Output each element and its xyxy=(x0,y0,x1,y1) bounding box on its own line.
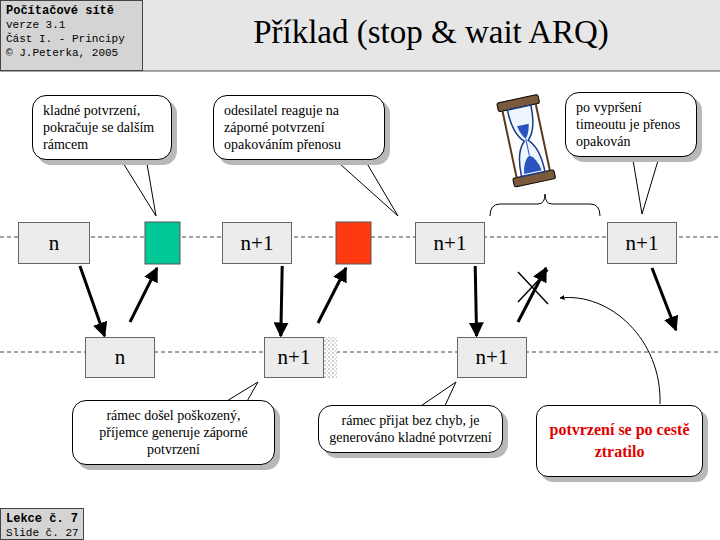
frame-box: n+1 xyxy=(607,222,677,264)
node-text: odesilatel reaguje na záporné potvrzení … xyxy=(224,102,374,153)
node-text: n xyxy=(49,231,60,256)
hourglass-icon xyxy=(497,94,556,187)
pointer-arrow xyxy=(560,297,660,404)
node-text: Lekce č. 7 xyxy=(6,512,78,526)
node-text: n+1 xyxy=(626,231,659,256)
frame-box: n+1 xyxy=(222,222,292,264)
header-band xyxy=(0,0,720,71)
loss-cross xyxy=(518,270,548,302)
node-text: n+1 xyxy=(434,231,467,256)
node-text: rámec došel poškozený, příjemce generuje… xyxy=(83,407,264,458)
callout-bubble: rámec přijat bez chyb, je generováno kla… xyxy=(318,405,503,453)
node-text: n xyxy=(115,345,126,370)
slide-number-box: Lekce č. 7Slide č. 27 xyxy=(0,508,84,540)
callout-bubble: odesilatel reaguje na záporné potvrzení … xyxy=(213,95,385,160)
node-text: n+1 xyxy=(278,345,311,370)
ack-frame xyxy=(145,222,180,264)
frame-box: n+1 xyxy=(457,337,527,378)
callout-tail xyxy=(330,155,398,216)
callout-bubble: kladné potvrzení, pokračuje se dalším rá… xyxy=(32,95,172,160)
callout-tail xyxy=(120,158,156,216)
resend-arrow xyxy=(652,268,676,330)
timeout-brace xyxy=(490,194,600,216)
note-box: potvrzení se po cestě ztratilo xyxy=(536,405,703,477)
frame-transfer-arrow xyxy=(475,266,476,336)
node-text: © J.Peterka, 2005 xyxy=(6,46,137,60)
callout-bubble: rámec došel poškozený, příjemce generuje… xyxy=(72,400,275,465)
node-text: po vypršení timeoutu je přenos opakován xyxy=(576,99,686,150)
node-text: Počítačové sítě xyxy=(6,4,137,18)
slide-title: Příklad (stop & wait ARQ) xyxy=(142,14,720,51)
loss-cross xyxy=(518,272,548,304)
damage-texture xyxy=(323,337,337,378)
frame-box: n+1 xyxy=(264,337,324,378)
node-text: n+1 xyxy=(241,231,274,256)
node-text: Část I. - Principy xyxy=(6,32,137,46)
node-text: n+1 xyxy=(476,345,509,370)
node-text: rámec přijat bez chyb, je generováno kla… xyxy=(329,412,492,446)
node-text: potvrzení se po cestě ztratilo xyxy=(547,419,692,463)
frame-box: n+1 xyxy=(415,222,485,264)
nak-frame xyxy=(336,222,371,264)
ack-arrow xyxy=(130,268,157,322)
node-text: verze 3.1 xyxy=(6,18,137,32)
course-box: Počítačové sítěverze 3.1Část I. - Princi… xyxy=(0,0,143,71)
callout-tail xyxy=(632,154,660,214)
frame-box: n xyxy=(18,222,90,264)
node-text: Slide č. 27 xyxy=(6,526,78,540)
frame-box: n xyxy=(85,337,155,378)
nak-arrow xyxy=(318,268,346,323)
frame-transfer-arrow xyxy=(80,266,105,336)
frame-transfer-arrow xyxy=(281,266,282,336)
node-text: kladné potvrzení, pokračuje se dalším rá… xyxy=(43,102,161,153)
callout-bubble: po vypršení timeoutu je přenos opakován xyxy=(565,92,697,157)
